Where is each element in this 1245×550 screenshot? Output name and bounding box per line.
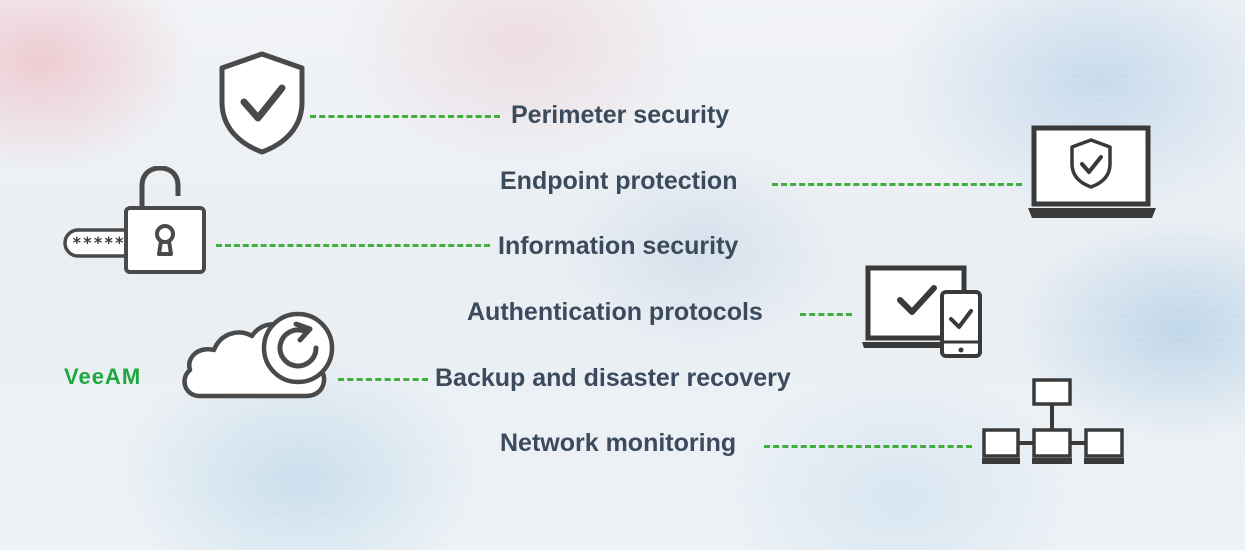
label-authentication-protocols: Authentication protocols [467, 298, 763, 326]
padlock-password-icon [62, 166, 210, 276]
password-mask-text: ***** [72, 233, 126, 252]
connector-perimeter [310, 115, 500, 118]
laptop-shield-icon [1026, 124, 1158, 222]
connector-network [764, 445, 972, 448]
connector-endpoint [772, 183, 1022, 186]
network-nodes-icon [980, 376, 1128, 468]
label-information-security: Information security [498, 232, 739, 260]
connector-backup [338, 378, 428, 381]
cloud-backup-icon [178, 304, 338, 404]
veeam-logo: VeeAM [64, 364, 142, 389]
shield-check-icon [218, 50, 306, 156]
connector-information [216, 244, 490, 247]
connector-authentication [800, 313, 852, 316]
label-backup-disaster-recovery: Backup and disaster recovery [435, 364, 791, 392]
label-endpoint-protection: Endpoint protection [500, 167, 738, 195]
devices-check-icon [860, 264, 986, 360]
label-perimeter-security: Perimeter security [511, 101, 730, 129]
label-network-monitoring: Network monitoring [500, 429, 737, 457]
